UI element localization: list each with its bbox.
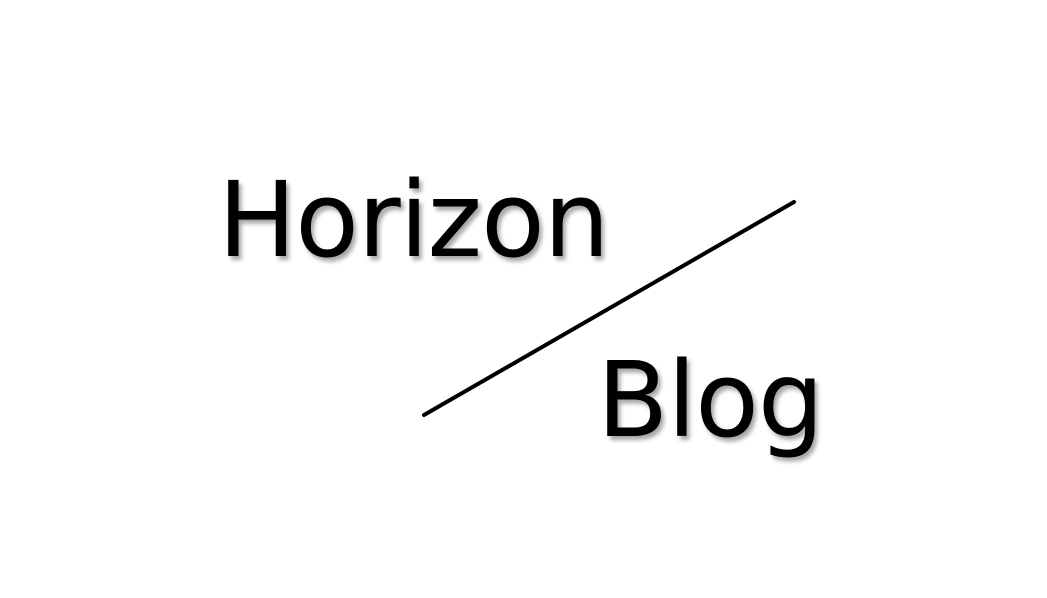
logo-word-horizon: Horizon: [218, 159, 610, 281]
logo-word-blog: Blog: [597, 339, 824, 461]
